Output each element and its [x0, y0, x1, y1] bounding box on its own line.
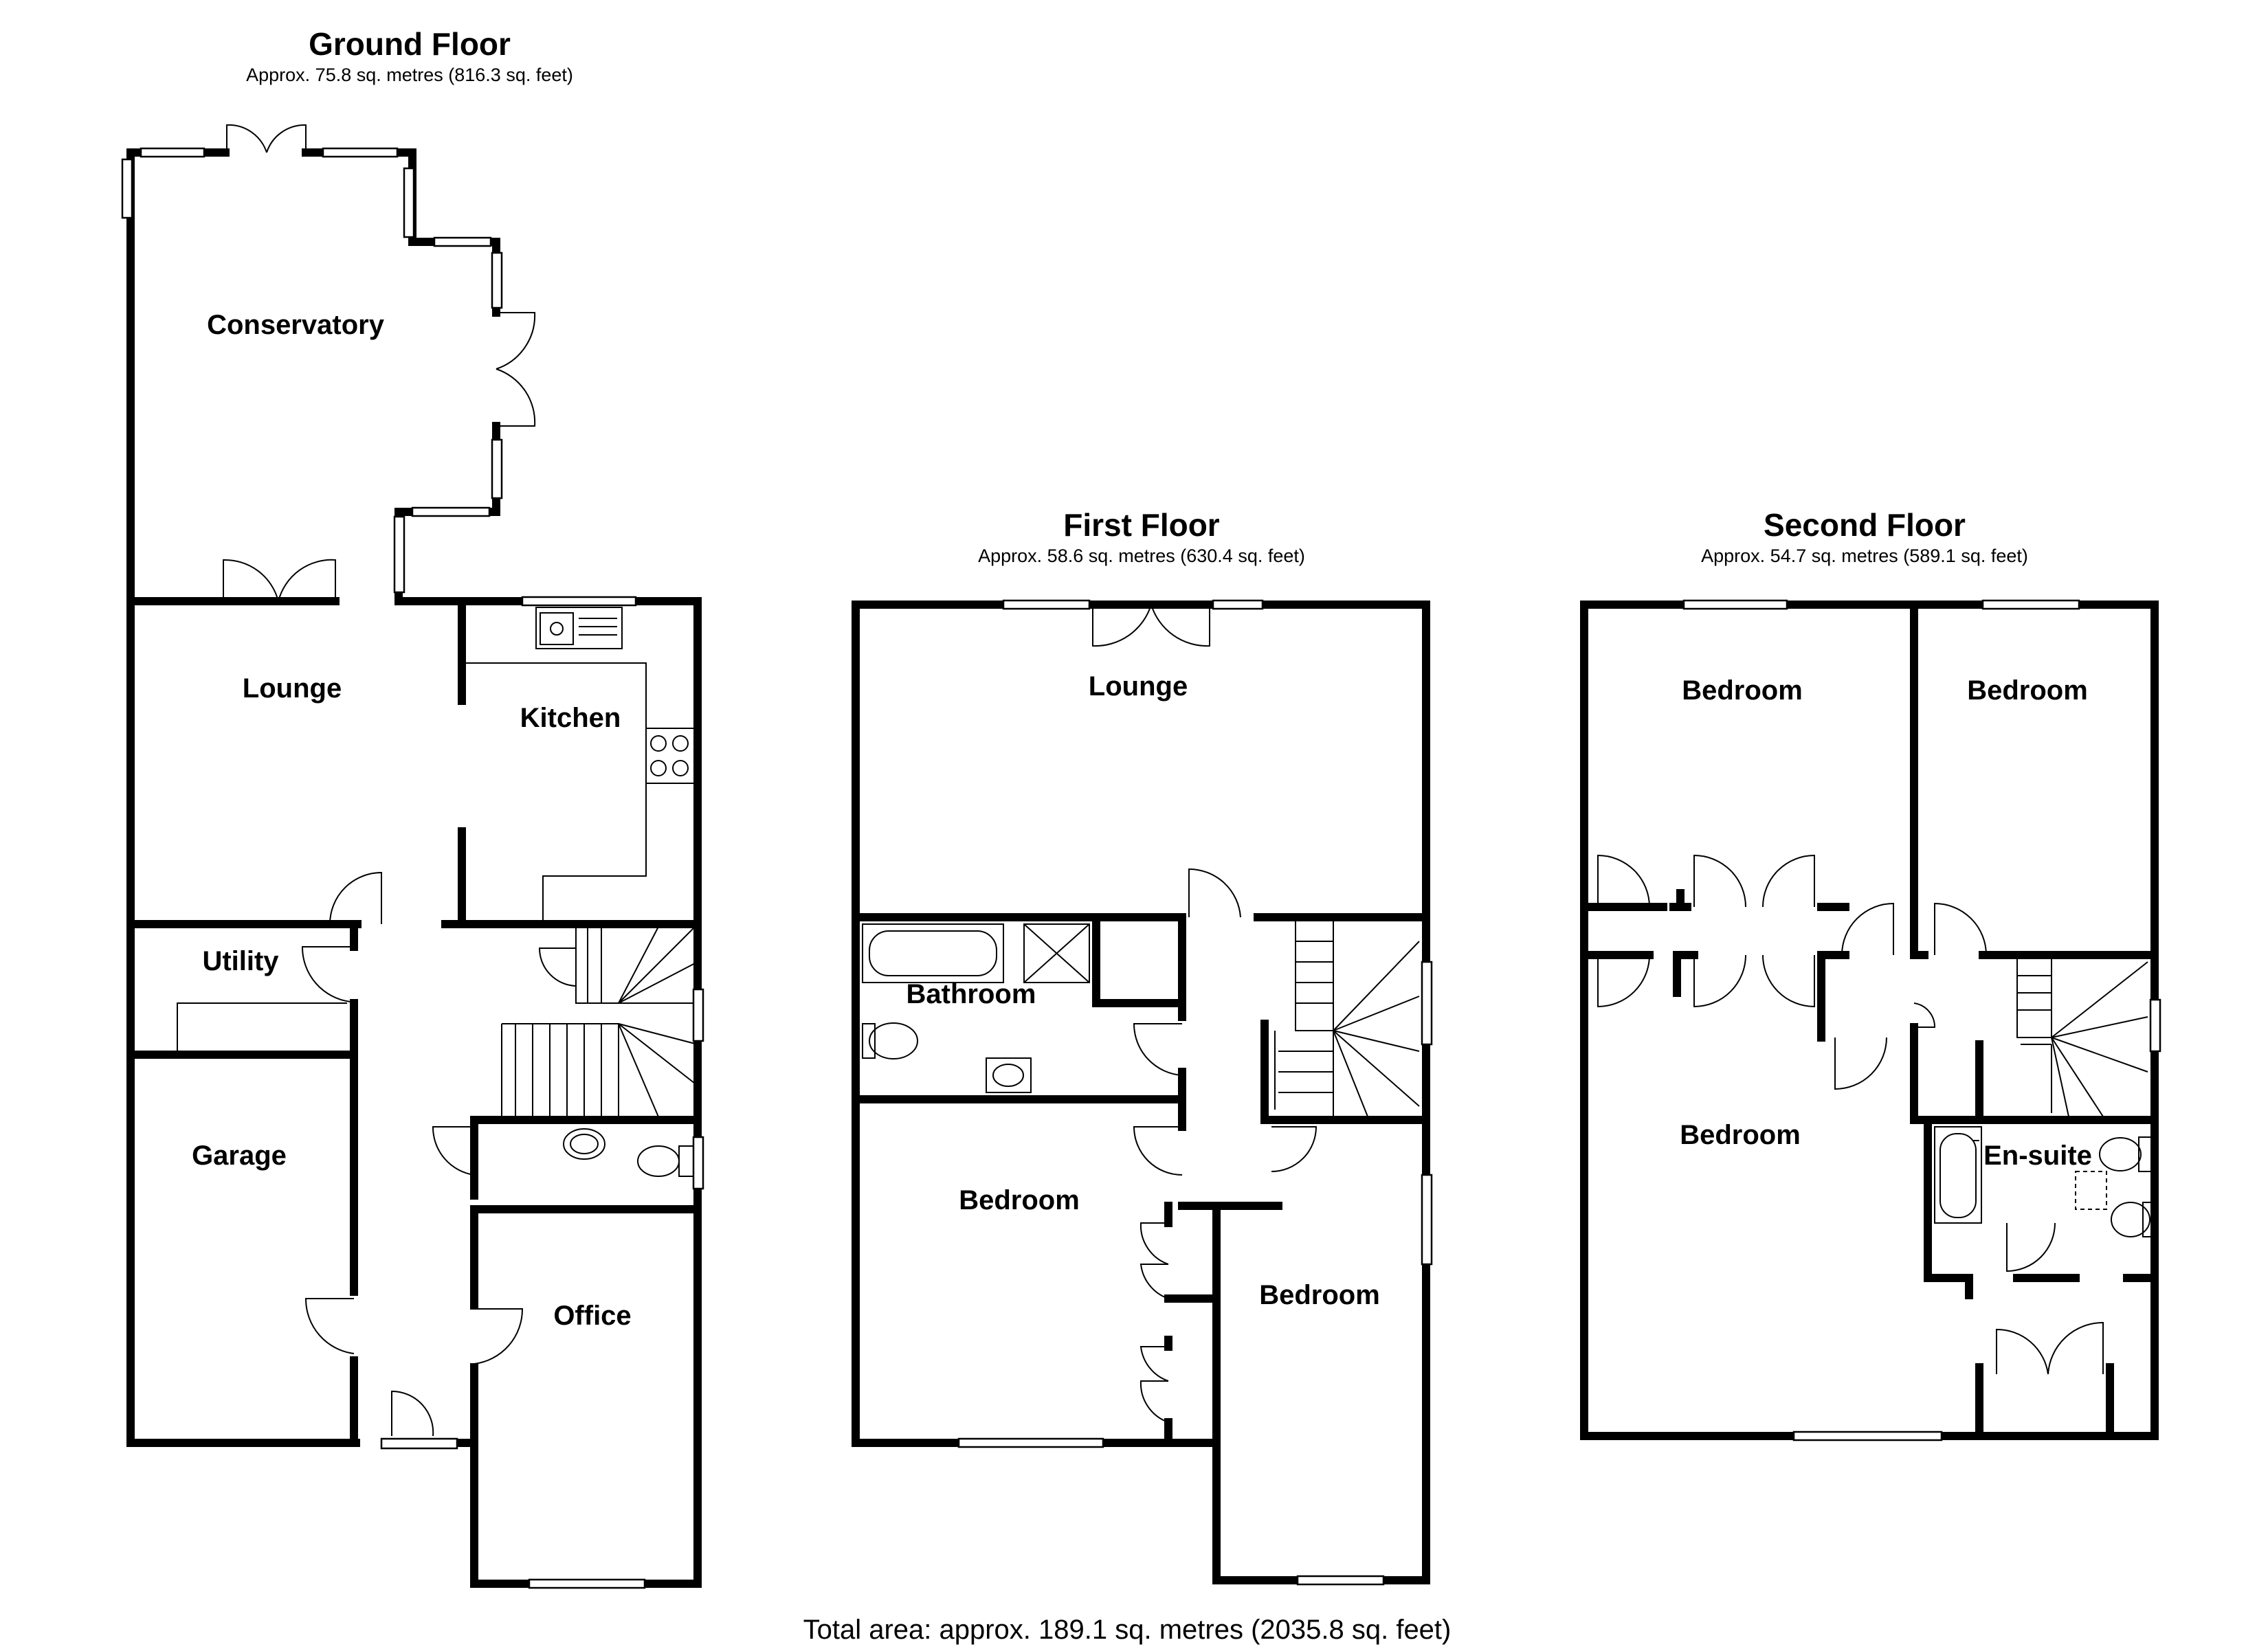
utility-worktop: [177, 1002, 347, 1055]
ground-floor-title: Ground Floor: [309, 26, 511, 62]
ground-main-walls: [126, 559, 702, 1588]
room-label-ensuite: En-suite: [1983, 1141, 2092, 1171]
room-label-second-bedroom-top-left: Bedroom: [1682, 675, 1803, 706]
first-floor-windows: [957, 599, 1433, 1586]
first-floor-doors: [1092, 604, 1318, 1423]
ground-wc-fixtures: [563, 1128, 704, 1190]
first-floor-stairs: [1274, 921, 1420, 1117]
first-floor-walls: [852, 601, 1430, 1584]
second-floor-title: Second Floor: [1764, 507, 1966, 543]
second-floor-windows: [1682, 599, 2161, 1442]
first-floor-title: First Floor: [1063, 507, 1220, 543]
room-label-first-bedroom-right: Bedroom: [1259, 1280, 1380, 1310]
ground-floor-area: Approx. 75.8 sq. metres (816.3 sq. feet): [246, 65, 573, 85]
conservatory-walls: [121, 124, 536, 605]
ground-stairs: [501, 923, 704, 1121]
ground-floor-plan: Ground Floor Approx. 75.8 sq. metres (81…: [121, 26, 704, 1589]
second-floor-area: Approx. 54.7 sq. metres (589.1 sq. feet): [1701, 546, 2028, 566]
first-floor-bathroom-fixtures: [862, 923, 1090, 1093]
second-floor-doors: [1597, 854, 2104, 1375]
first-floor-plan: First Floor Approx. 58.6 sq. metres (630…: [852, 507, 1433, 1586]
room-label-garage: Garage: [192, 1141, 287, 1171]
office-window: [528, 1578, 646, 1589]
ground-doors: [301, 871, 577, 1437]
room-label-office: Office: [553, 1301, 631, 1331]
second-floor-plan: Second Floor Approx. 54.7 sq. metres (58…: [1580, 507, 2161, 1442]
ensuite-fixtures: [1934, 1126, 2153, 1237]
room-label-first-bedroom-left: Bedroom: [959, 1185, 1080, 1215]
room-label-second-bedroom-main: Bedroom: [1680, 1120, 1801, 1150]
room-label-utility: Utility: [202, 946, 279, 976]
total-area-label: Total area: approx. 189.1 sq. metres (20…: [803, 1615, 1452, 1645]
room-label-first-lounge: Lounge: [1089, 671, 1188, 702]
first-floor-area: Approx. 58.6 sq. metres (630.4 sq. feet): [978, 546, 1305, 566]
second-floor-stairs: [2016, 958, 2148, 1117]
room-label-ground-lounge: Lounge: [243, 673, 342, 704]
room-label-conservatory: Conservatory: [207, 310, 385, 340]
room-label-kitchen: Kitchen: [520, 703, 621, 733]
second-floor-walls: [1580, 601, 2159, 1440]
room-label-second-bedroom-top-right: Bedroom: [1967, 675, 2088, 706]
room-label-bathroom: Bathroom: [907, 979, 1036, 1009]
kitchen-fixtures: [466, 607, 695, 924]
